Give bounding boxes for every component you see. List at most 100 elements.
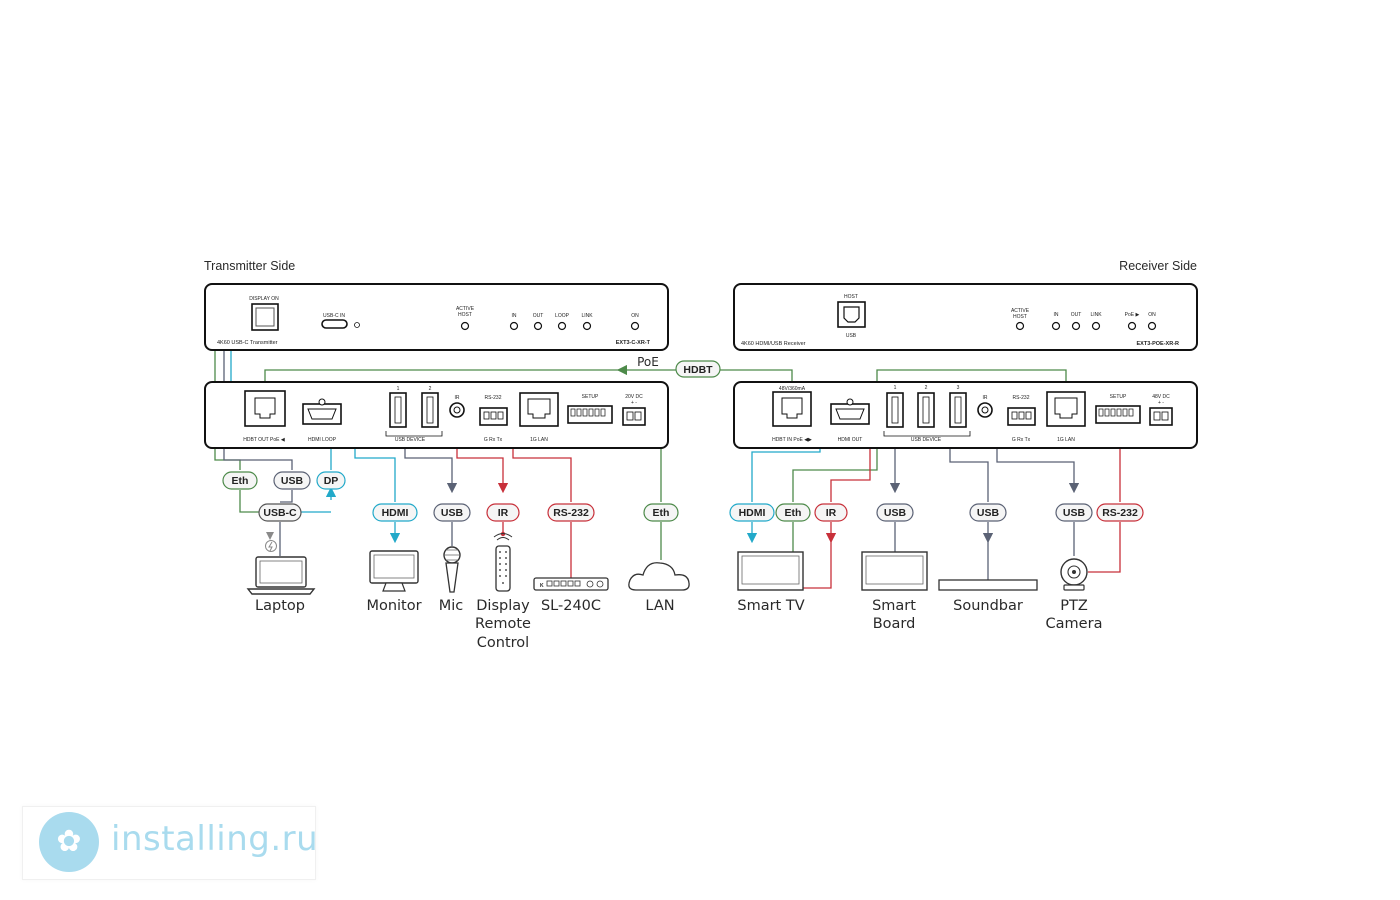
tx-model-desc: 4K60 USB-C Transmitter	[217, 340, 278, 346]
poe-label: PoE	[637, 355, 659, 369]
tag-tx-usb2: USB	[433, 503, 471, 522]
dc-power-port[interactable]	[622, 407, 646, 426]
usb-num-2: 2	[925, 385, 928, 391]
usb-num-3: 3	[957, 385, 960, 391]
rx-model-desc: 4K60 HDMI/USB Receiver	[741, 341, 806, 347]
usb-b-icon	[843, 306, 860, 323]
cloud-icon	[628, 562, 690, 591]
dc-polarity: + -	[1158, 400, 1164, 406]
active-label: ACTIVE	[1011, 308, 1030, 314]
svg-text:USB: USB	[884, 507, 907, 519]
cable-tags: Eth USB DP USB-C HDMI USB IR RS-232 Eth …	[222, 471, 1144, 522]
led-active-host	[460, 321, 470, 331]
ir-label: IR	[983, 395, 988, 401]
rx-front-panel: HOST USB 4K60 HDMI/USB Receiver ACTIVE H…	[733, 283, 1198, 351]
tag-rx-usb2: USB	[969, 503, 1007, 522]
tag-tx-eth: Eth	[222, 471, 258, 490]
laptop-icon	[246, 532, 316, 595]
tag-tx-hdmi: HDMI	[372, 503, 418, 522]
svg-text:RS-232: RS-232	[1102, 507, 1138, 519]
svg-text:USB-C: USB-C	[263, 507, 297, 519]
watermark: ✿ installing.ru	[22, 806, 318, 880]
dc-power-port[interactable]	[1149, 407, 1173, 426]
svg-text:USB: USB	[1063, 507, 1086, 519]
usbc-in-port[interactable]	[321, 319, 348, 329]
led-label-link: LINK	[1090, 312, 1102, 318]
setup-label: SETUP	[1110, 394, 1127, 400]
hdmi-icon	[307, 408, 337, 420]
rx-rear-panel: 48V/360mA HDBT IN PoE ◀▶ HDMI OUT 1 2 3 …	[733, 381, 1198, 449]
rs232-pins-label: G Rx Tx	[484, 437, 503, 443]
led-label-poe: PoE ▶	[1125, 312, 1140, 318]
svg-text:HDBT: HDBT	[683, 364, 713, 376]
sl240c-icon: K	[533, 577, 609, 591]
dc-label: 48V DC	[1152, 394, 1170, 400]
host-label: HOST	[1013, 314, 1027, 320]
led-in	[509, 321, 519, 331]
laptop-label: Laptop	[255, 598, 305, 614]
display-on-label: DISPLAY ON	[249, 296, 279, 302]
tag-tx-rs232: RS-232	[547, 503, 595, 522]
svg-text:IR: IR	[826, 507, 837, 519]
tag-tx-eth2: Eth	[643, 503, 679, 522]
mic-icon	[443, 546, 461, 593]
led-label-out: OUT	[1071, 312, 1082, 318]
led-label-loop: LOOP	[555, 313, 570, 319]
ptz-camera-icon	[1060, 558, 1088, 591]
led-label-on: ON	[1148, 312, 1156, 318]
led-link	[582, 321, 592, 331]
tag-tx-ir: IR	[486, 503, 520, 522]
soundbar-icon	[938, 579, 1038, 591]
receiver-side-title: Receiver Side	[1119, 259, 1197, 273]
dc-label: 20V DC	[625, 394, 643, 400]
led-label-on: ON	[631, 313, 639, 319]
ptz-label-1: PTZ	[1060, 598, 1088, 614]
ir-label: IR	[455, 395, 460, 401]
tag-rx-rs232: RS-232	[1096, 503, 1144, 522]
svg-text:HDMI: HDMI	[739, 507, 766, 519]
hdbt-in-label: HDBT IN PoE ◀▶	[772, 437, 812, 443]
usbc-in-label: USB-C IN	[323, 313, 345, 319]
led-link	[1091, 321, 1101, 331]
transmitter-side-title: Transmitter Side	[204, 259, 295, 273]
remote-label-1: Display	[476, 598, 530, 614]
rx-model: EXT3-POE-XR-R	[1137, 341, 1180, 347]
smart-board-icon	[861, 551, 928, 591]
led-on	[1147, 321, 1157, 331]
led-loop	[557, 321, 567, 331]
led-out	[1071, 321, 1081, 331]
led-label-link: LINK	[581, 313, 593, 319]
usb-num-2: 2	[429, 386, 432, 392]
led-out	[533, 321, 543, 331]
led-label-in: IN	[1054, 312, 1059, 318]
tx-model: EXT3-C-XR-T	[616, 340, 651, 346]
led-on	[630, 321, 640, 331]
tag-rx-eth: Eth	[775, 503, 811, 522]
remote-label-3: Control	[477, 635, 529, 651]
led-in	[1051, 321, 1061, 331]
tag-rx-usb3: USB	[1055, 503, 1093, 522]
charge-icon	[265, 540, 277, 552]
tx-front-panel: DISPLAY ON USB-C IN 4K60 USB-C Transmitt…	[204, 283, 669, 351]
rj45-icon	[527, 398, 551, 419]
rs232-label: RS-232	[1013, 395, 1030, 401]
tag-rx-ir: IR	[814, 503, 848, 522]
svg-text:USB: USB	[441, 507, 464, 519]
usb-num-1: 1	[894, 385, 897, 391]
rs232-pins-label: G Rx Tx	[1012, 437, 1031, 443]
svg-text:USB: USB	[281, 475, 304, 487]
power-icon	[354, 322, 360, 328]
monitor-icon	[369, 550, 419, 592]
rj45-icon	[1054, 397, 1078, 419]
rj45-icon	[254, 397, 276, 419]
tag-tx-usbc: USB-C	[258, 503, 302, 522]
tx-rear-panel: HDBT OUT PoE ◀ HDMI LOOP 1 2 USB DEVICE …	[204, 381, 669, 449]
usb-label: USB	[846, 333, 857, 339]
svg-text:IR: IR	[498, 507, 509, 519]
sl240c-label: SL-240C	[541, 598, 601, 614]
smart-board-label-2: Board	[873, 616, 916, 632]
svg-text:Eth: Eth	[232, 475, 249, 487]
led-poe	[1127, 321, 1137, 331]
svg-text:RS-232: RS-232	[553, 507, 589, 519]
svg-text:Eth: Eth	[653, 507, 670, 519]
